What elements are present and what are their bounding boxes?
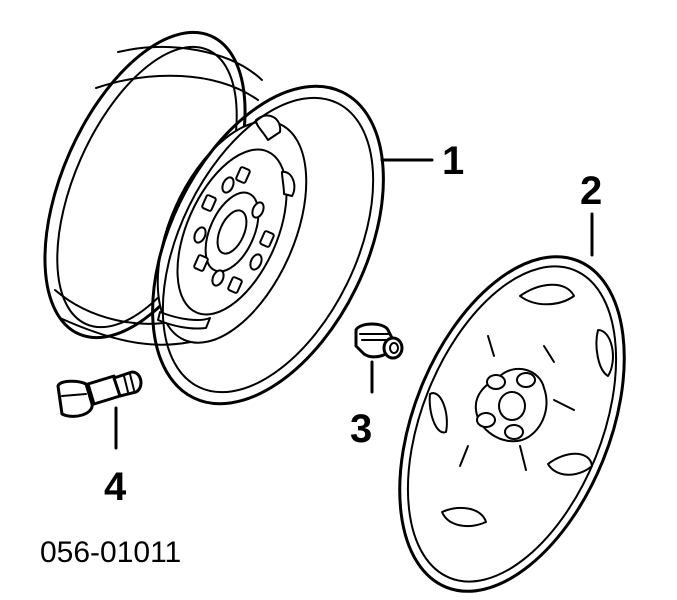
lug-nut (354, 322, 404, 360)
callout-3: 3 (350, 407, 372, 451)
rim-center-disc (156, 114, 308, 344)
wheel-rim (43, 30, 385, 406)
callout-4: 4 (104, 465, 127, 509)
callout-1: 1 (442, 139, 464, 183)
leader-lines (114, 158, 594, 450)
wheel-cover (398, 255, 626, 593)
diagram-part-number: 056-01011 (40, 536, 181, 569)
callout-2: 2 (580, 169, 602, 213)
valve-stem (56, 370, 143, 418)
cover-center-hub (474, 367, 548, 443)
